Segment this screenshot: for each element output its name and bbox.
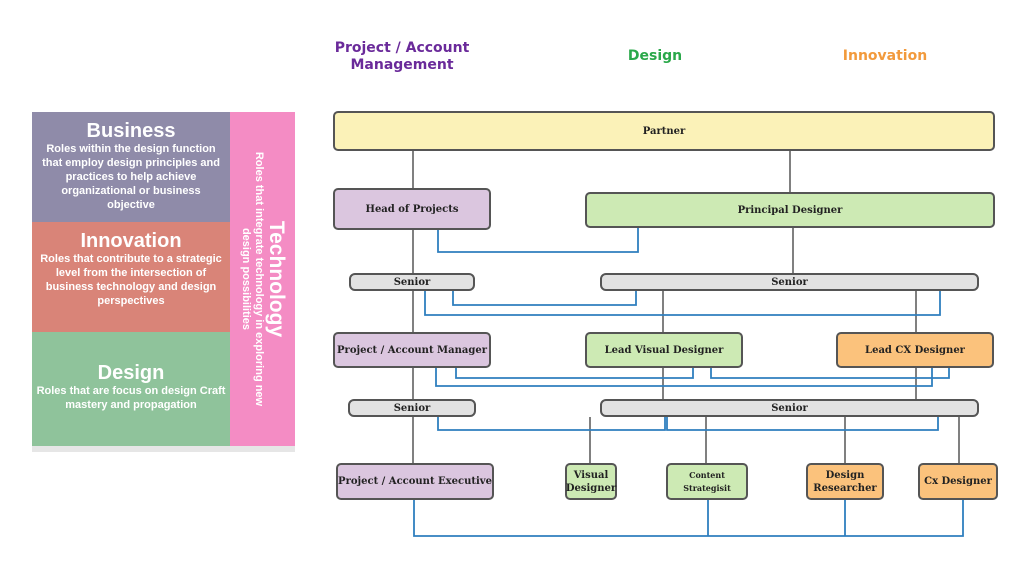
- node-principal-designer: Principal Designer: [585, 192, 995, 228]
- node-head-of-projects: Head of Projects: [333, 188, 491, 230]
- connector-senior-senior: [452, 291, 637, 306]
- node-content-strategist: Content Strategisit: [666, 463, 748, 500]
- legend-design: Design Roles that are focus on design Cr…: [32, 332, 230, 446]
- node-visual-designer: Visual Designer: [565, 463, 617, 500]
- node-partner: Partner: [333, 111, 995, 151]
- node-senior-1b: Senior: [600, 273, 979, 291]
- node-lead-cx-designer: Lead CX Designer: [836, 332, 994, 368]
- connector-senior-row2-right: [666, 417, 939, 431]
- connector-exec-row: [413, 500, 964, 537]
- peer-connectors: [413, 228, 964, 537]
- connector-senior-row1: [424, 291, 941, 316]
- connector-manager-leadcx: [435, 368, 933, 387]
- connector-head-principal: [437, 228, 639, 253]
- legend-technology: Technology Roles that integrate technolo…: [230, 112, 295, 446]
- column-header-design: Design: [627, 48, 683, 64]
- legend-shadow: [32, 446, 295, 452]
- legend-design-desc: Roles that are focus on design Craft mas…: [36, 385, 226, 411]
- node-cx-designer: Cx Designer: [918, 463, 998, 500]
- node-senior-2b: Senior: [600, 399, 979, 417]
- column-header-innovation: Innovation: [842, 48, 928, 64]
- connector-leadvisual-leadcx: [710, 368, 950, 379]
- legend-innovation-title: Innovation: [80, 230, 182, 252]
- legend-business-title: Business: [86, 120, 176, 142]
- node-project-account-manager: Project / Account Manager: [333, 332, 491, 368]
- legend-design-title: Design: [97, 362, 165, 384]
- hierarchy-lines: [412, 151, 960, 464]
- connector-senior-row2-left: [437, 417, 666, 431]
- legend-innovation-desc: Roles that contribute to a strategic lev…: [40, 253, 222, 307]
- node-senior-1a: Senior: [349, 273, 475, 291]
- connector-manager-leadvisual: [455, 368, 694, 379]
- legend-innovation: Innovation Roles that contribute to a st…: [32, 222, 230, 332]
- legend-business-desc: Roles within the design function that em…: [42, 143, 220, 211]
- node-project-account-executive: Project / Account Executive: [336, 463, 494, 500]
- node-lead-visual-designer: Lead Visual Designer: [585, 332, 743, 368]
- node-senior-2a: Senior: [348, 399, 476, 417]
- column-header-project-account-management: Project / Account Management: [334, 40, 470, 73]
- node-design-researcher: Design Researcher: [806, 463, 884, 500]
- legend-business: Business Roles within the design functio…: [32, 112, 230, 222]
